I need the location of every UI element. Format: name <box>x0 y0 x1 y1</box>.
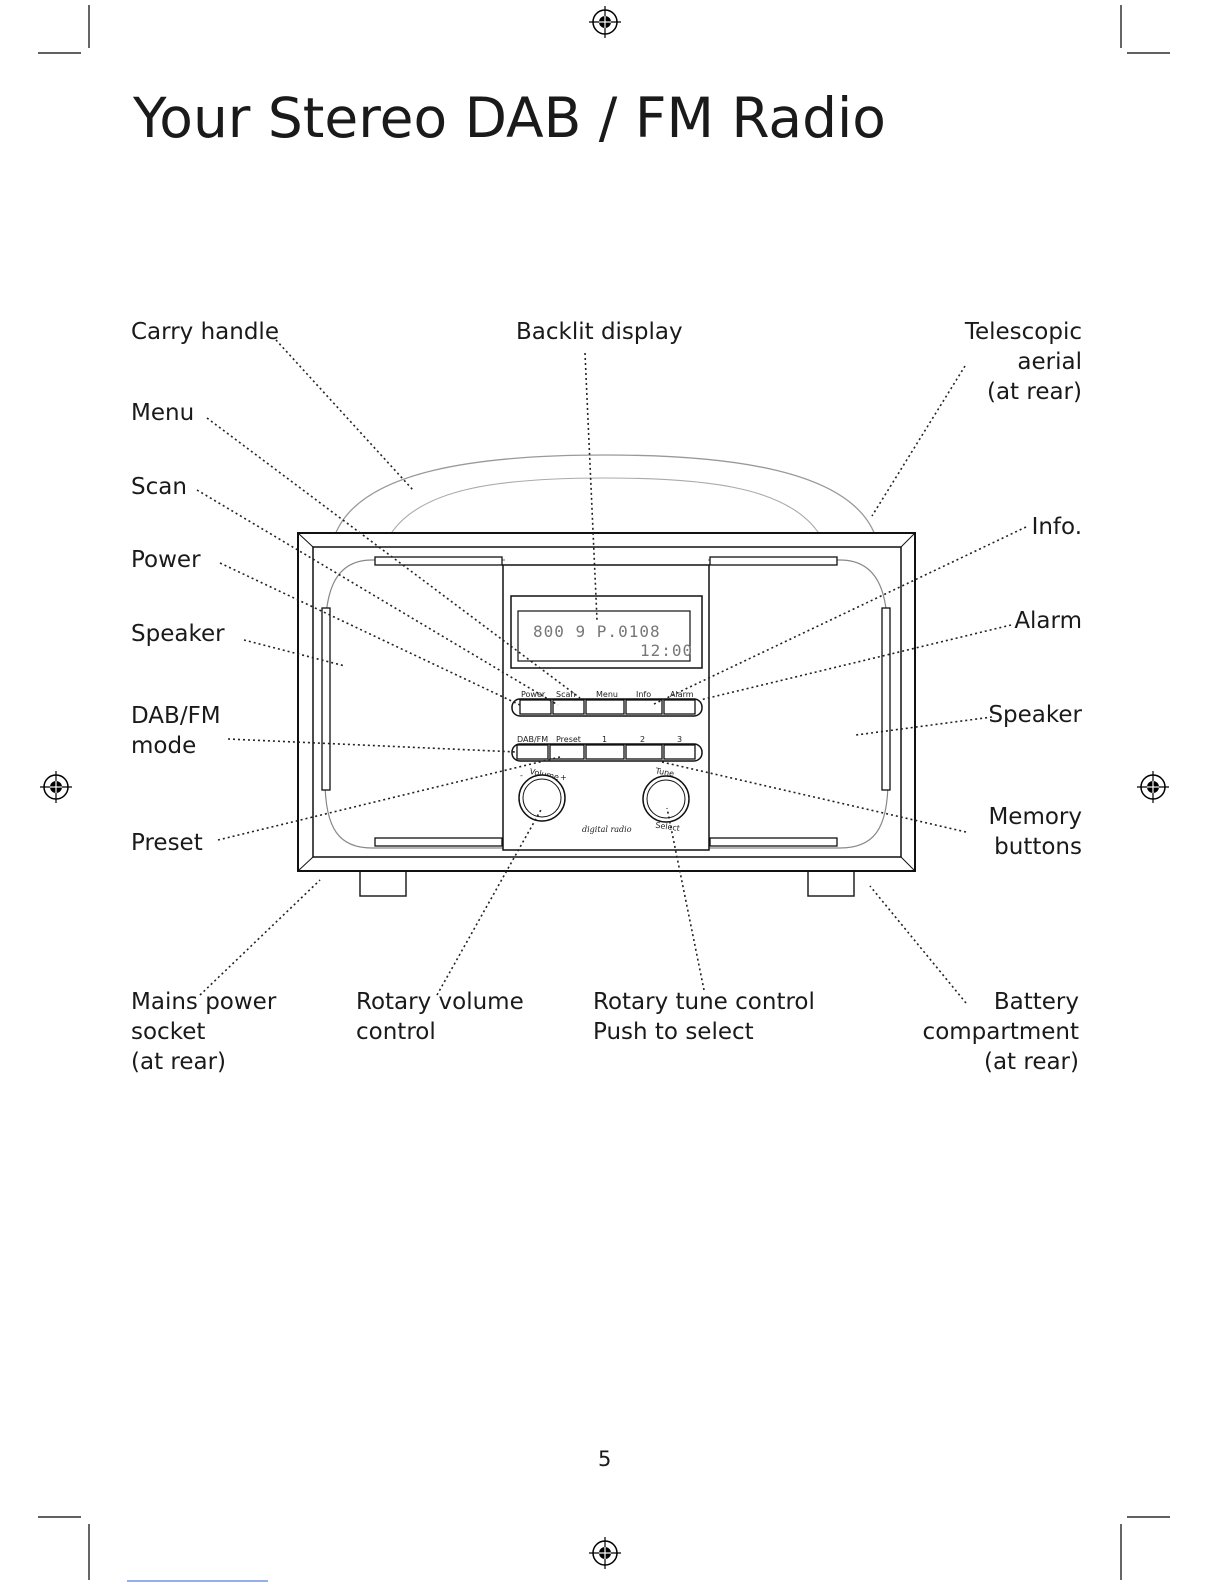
leader-lines <box>196 339 1027 1004</box>
label-tune: Tune <box>654 766 675 778</box>
callout-battery-compartment: Battery compartment (at rear) <box>922 989 1079 1075</box>
label-volume-minus: - <box>520 771 523 780</box>
label-dab-fm: DAB/FM <box>517 735 548 744</box>
label-alarm: Alarm <box>670 690 694 699</box>
callout-alarm: Alarm <box>1014 608 1082 634</box>
radio-illustration: 800 9 P.0108 12:00 Power Scan Menu Info … <box>297 454 916 897</box>
button-dab-fm <box>516 744 549 760</box>
button-memory-2 <box>625 744 663 760</box>
display-line-1: 800 9 P.0108 <box>533 622 661 641</box>
button-preset <box>549 744 585 760</box>
button-menu <box>585 699 625 715</box>
label-info: Info <box>636 690 651 699</box>
callout-dab-fm-mode: DAB/FM mode <box>131 703 221 759</box>
callout-rotary-tune-control: Rotary tune control Push to select <box>593 989 815 1045</box>
callout-rotary-volume-control: Rotary volume control <box>356 989 524 1045</box>
label-memory-1: 1 <box>602 735 607 744</box>
page-title: Your Stereo DAB / FM Radio <box>133 86 886 150</box>
callout-memory-buttons: Memory buttons <box>988 804 1082 860</box>
callout-scan: Scan <box>131 474 187 500</box>
callout-mains-power-socket: Mains power socket (at rear) <box>131 989 277 1075</box>
label-memory-2: 2 <box>640 735 645 744</box>
registration-mark-right <box>1137 771 1169 803</box>
carry-handle <box>334 454 876 536</box>
digital-radio-logo: digital radio <box>582 825 632 834</box>
button-scan <box>552 699 585 715</box>
callout-speaker-left: Speaker <box>131 621 225 647</box>
button-memory-3 <box>663 744 696 760</box>
callout-telescopic-aerial: Telescopic aerial (at rear) <box>964 319 1082 405</box>
left-foot <box>359 869 407 897</box>
callout-speaker-right: Speaker <box>988 702 1082 728</box>
callout-carry-handle: Carry handle <box>131 319 279 345</box>
label-preset: Preset <box>556 735 581 744</box>
callout-menu: Menu <box>131 400 195 426</box>
label-volume-plus: + <box>560 773 567 782</box>
button-power <box>519 699 552 715</box>
registration-mark-left <box>40 771 72 803</box>
registration-mark-top <box>589 6 621 38</box>
callout-backlit-display: Backlit display <box>516 319 683 345</box>
label-memory-3: 3 <box>677 735 682 744</box>
button-alarm <box>663 699 696 715</box>
tune-knob <box>642 775 690 823</box>
right-foot <box>807 869 855 897</box>
callout-power: Power <box>131 547 201 573</box>
registration-mark-bottom <box>589 1537 621 1569</box>
callout-info: Info. <box>1031 514 1082 540</box>
label-scan: Scan <box>556 690 575 699</box>
page-number: 5 <box>598 1447 612 1471</box>
crop-marks <box>38 5 1170 1582</box>
display-line-2: 12:00 <box>640 641 693 660</box>
callout-preset: Preset <box>131 830 203 856</box>
label-select: Select <box>655 821 681 833</box>
button-info <box>625 699 663 715</box>
label-power: Power <box>521 690 546 699</box>
button-memory-1 <box>585 744 625 760</box>
label-menu: Menu <box>596 690 618 699</box>
volume-knob <box>518 774 566 822</box>
